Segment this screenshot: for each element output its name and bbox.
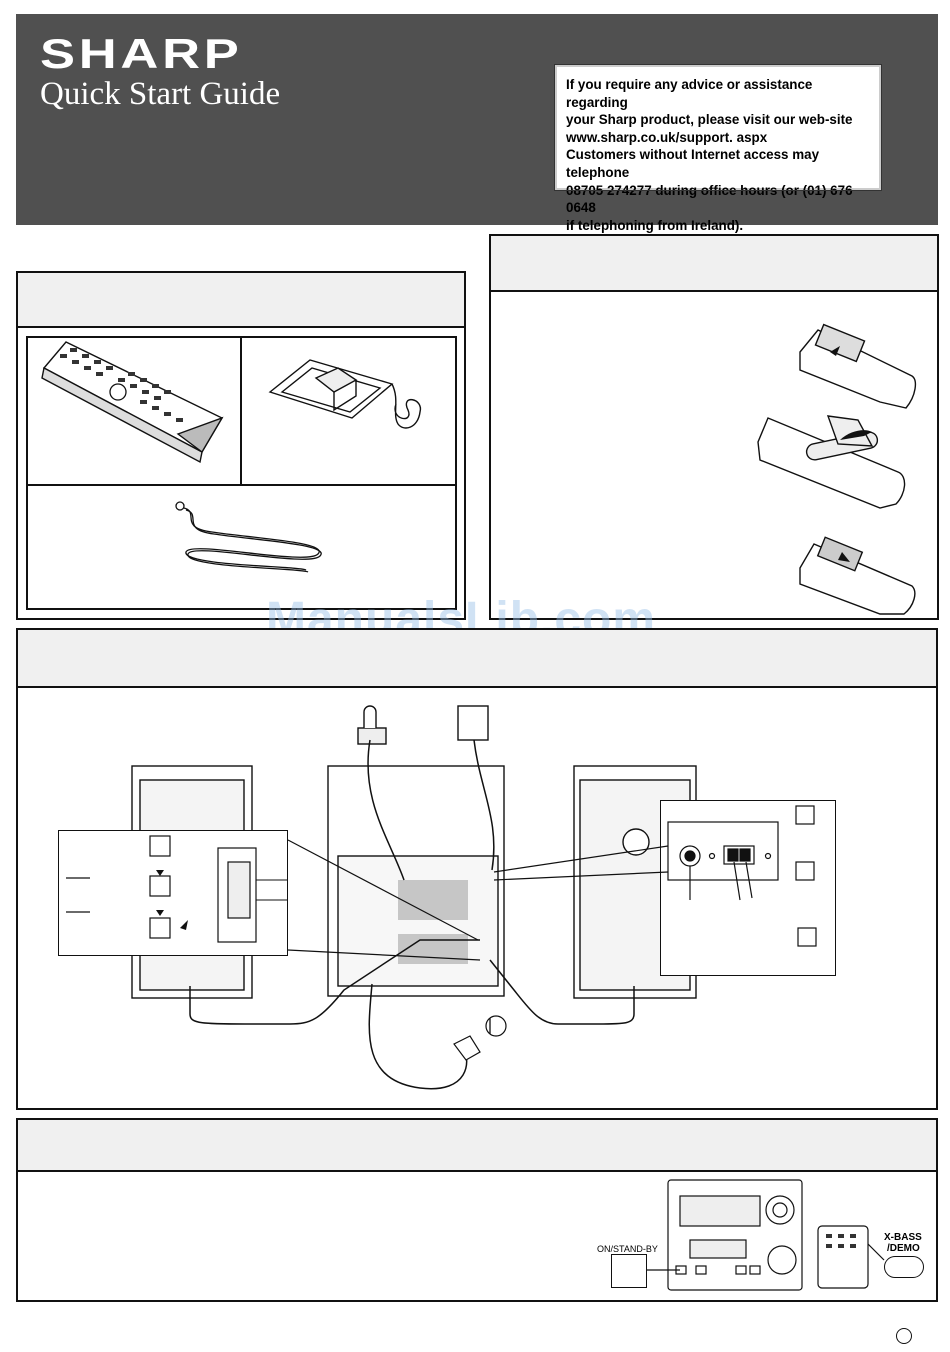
info-line: your Sharp product, please visit our web… <box>566 112 853 128</box>
page-title: Quick Start Guide <box>40 76 281 112</box>
battery-heading-bar <box>491 236 937 292</box>
info-line: Customers without Internet access may te… <box>566 147 820 180</box>
power-on-heading-bar <box>18 1120 936 1172</box>
battery-panel <box>489 234 939 620</box>
accessory-fm-cell <box>26 484 457 610</box>
support-info-box: If you require any advice or assistance … <box>554 64 882 233</box>
info-line: if telephoning from Ireland). <box>566 217 744 233</box>
info-line: www.sharp.co.uk/support. aspx <box>566 129 768 145</box>
page-number-circle <box>896 1328 912 1344</box>
info-line: 08705 274277 during office hours (or (01… <box>566 182 853 216</box>
xbass-label-line2: /DEMO <box>887 1243 920 1254</box>
brand-logo: SHARP <box>40 30 243 77</box>
accessories-heading-bar <box>18 273 464 328</box>
on-standby-label: ON/STAND-BY <box>597 1244 658 1254</box>
info-line: If you require any advice or assistance … <box>566 77 813 110</box>
xbass-label-line1: X-BASS <box>884 1232 922 1243</box>
on-standby-button[interactable] <box>611 1254 647 1288</box>
connections-heading-bar <box>18 630 936 688</box>
xbass-demo-button[interactable] <box>884 1256 924 1278</box>
